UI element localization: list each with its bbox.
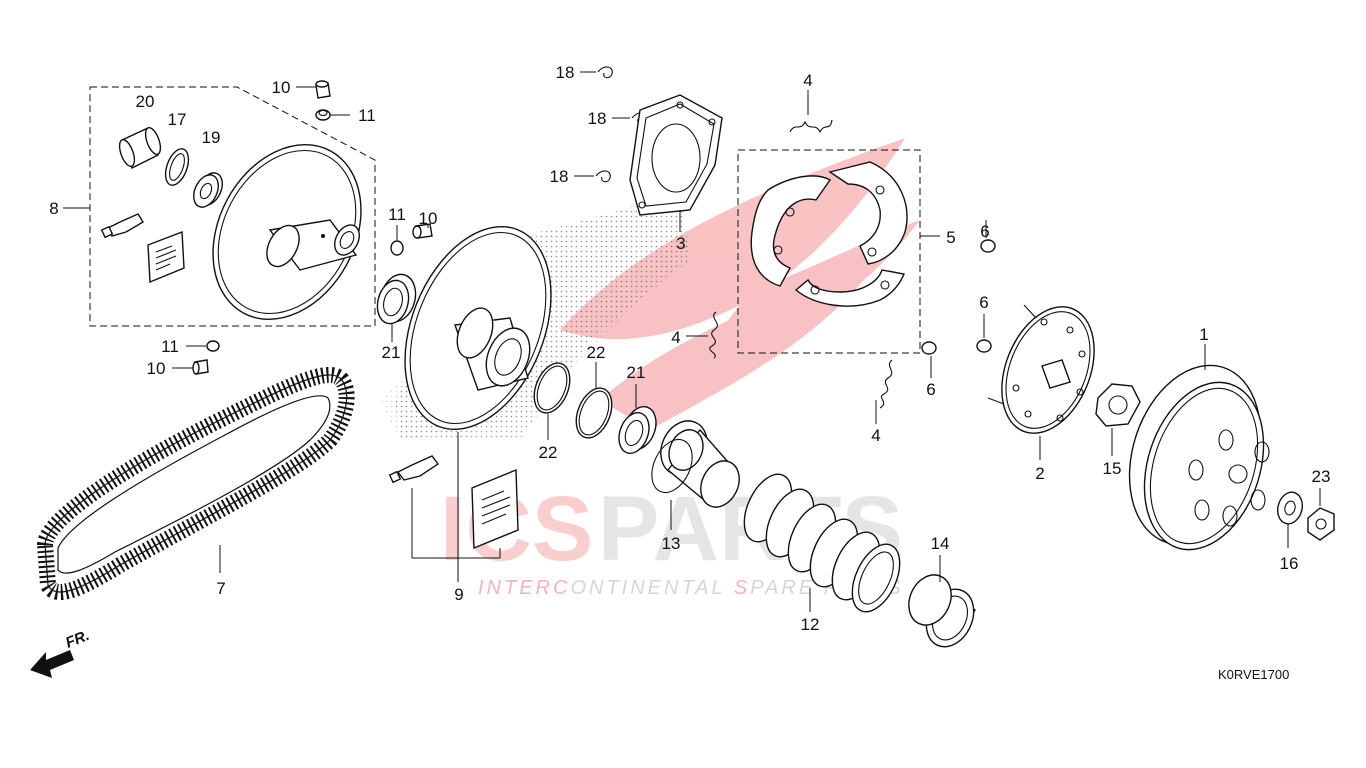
- part-11-roller-top: [315, 109, 350, 121]
- part-4-spring-top: [789, 90, 833, 134]
- watermark-tagline-red-1: INTERC: [478, 577, 570, 599]
- callout-6-mid: 6: [979, 293, 988, 312]
- part-17-circlip: [164, 148, 190, 186]
- callout-8: 8: [49, 199, 58, 218]
- callout-19: 19: [202, 128, 221, 147]
- part-10-pin-top: [296, 80, 331, 99]
- callout-10-mid: 10: [419, 209, 438, 228]
- grease-tube-icon: [388, 455, 440, 484]
- part-6-collar-low: [921, 341, 937, 378]
- part-driven-face: [212, 144, 362, 320]
- part-12-driven-spring: [743, 473, 901, 613]
- part-21-oil-seal-right: [618, 384, 657, 455]
- callout-9: 9: [454, 585, 463, 604]
- callout-11-low: 11: [161, 337, 179, 356]
- part-20-bushing: [118, 126, 162, 169]
- group-8-drive-pulley: [63, 86, 376, 327]
- part-23-nut: [1307, 488, 1335, 541]
- callout-4-top: 4: [803, 71, 812, 90]
- part-11-roller-mid: [390, 225, 404, 256]
- callout-18-c: 18: [550, 167, 569, 186]
- callout-21-left: 21: [382, 343, 401, 362]
- part-11-roller-low: [186, 340, 220, 352]
- callout-6-low: 6: [926, 380, 935, 399]
- callout-2: 2: [1035, 464, 1044, 483]
- callout-4-low: 4: [871, 426, 880, 445]
- watermark-tagline-red-2: S: [734, 577, 750, 599]
- part-10-pin-mid: [412, 223, 433, 239]
- part-10-pin-low: [172, 359, 209, 375]
- front-arrow-label: FR.: [63, 627, 92, 652]
- callout-5: 5: [946, 228, 955, 247]
- part-clutch-shoe-left: [750, 175, 832, 287]
- part-4-spring-mid: [686, 311, 718, 359]
- part-19-bearing: [193, 172, 223, 208]
- part-14-collar: [908, 555, 976, 648]
- callout-3: 3: [676, 234, 685, 253]
- instruction-sheet-icon: [471, 468, 519, 550]
- callout-10-low: 10: [147, 359, 166, 378]
- callout-18-a: 18: [556, 63, 575, 82]
- part-2-drive-plate: [987, 304, 1095, 460]
- part-3-clutch-plate: [629, 94, 723, 232]
- part-1-clutch-outer: [1128, 344, 1270, 551]
- diagram-code: K0RVE1700: [1218, 667, 1289, 682]
- part-13-seal-collar: [651, 420, 740, 530]
- callout-23: 23: [1312, 467, 1331, 486]
- callout-14: 14: [931, 534, 950, 553]
- front-arrow-icon: FR.: [30, 627, 92, 678]
- part-clutch-shoe-right: [828, 161, 908, 265]
- part-18-clip-a: [580, 66, 613, 79]
- part-15-nut: [1095, 383, 1141, 456]
- callout-1: 1: [1199, 325, 1208, 344]
- callout-13: 13: [662, 534, 681, 553]
- part-clutch-shoe-bottom: [794, 269, 905, 307]
- callout-22-right: 22: [587, 343, 606, 362]
- callout-12: 12: [801, 615, 820, 634]
- instruction-sheet-icon: [147, 231, 185, 284]
- callout-4-mid: 4: [671, 328, 680, 347]
- callout-11-top: 11: [358, 106, 376, 125]
- part-9-driven-face: [404, 225, 552, 582]
- part-18-clip-c: [574, 170, 611, 183]
- callout-16: 16: [1280, 554, 1299, 573]
- callout-22-left: 22: [539, 443, 558, 462]
- group-9-bracket: [411, 488, 501, 559]
- part-7-drive-belt: [36, 367, 355, 601]
- callout-10-top: 10: [272, 78, 291, 97]
- grease-tube-icon: [100, 213, 144, 239]
- callout-labels: 1 2 3 4 4 4 5 6 6 6 7 8 9 10 10 10 11 11…: [49, 63, 1330, 634]
- callout-20: 20: [136, 92, 155, 111]
- callout-21-right: 21: [627, 363, 646, 382]
- part-16-washer: [1276, 491, 1304, 548]
- callout-17: 17: [168, 110, 187, 129]
- watermark-tagline-gray-1: ONTINENTAL: [570, 577, 733, 599]
- part-6-collar-top: [980, 220, 996, 253]
- callout-15: 15: [1103, 459, 1122, 478]
- group-5-clutch-shoes: [737, 149, 940, 354]
- callout-6-top: 6: [980, 222, 989, 241]
- part-22-o-ring-right: [575, 362, 613, 439]
- callout-11-mid: 11: [388, 205, 406, 224]
- callout-7: 7: [216, 579, 225, 598]
- watermark-wing-logo: [560, 138, 920, 430]
- callout-18-b: 18: [588, 109, 607, 128]
- part-22-o-ring-left: [533, 362, 571, 440]
- part-4-spring-low: [875, 359, 893, 424]
- part-21-oil-seal-left: [376, 273, 417, 342]
- part-6-collar-mid: [976, 314, 992, 353]
